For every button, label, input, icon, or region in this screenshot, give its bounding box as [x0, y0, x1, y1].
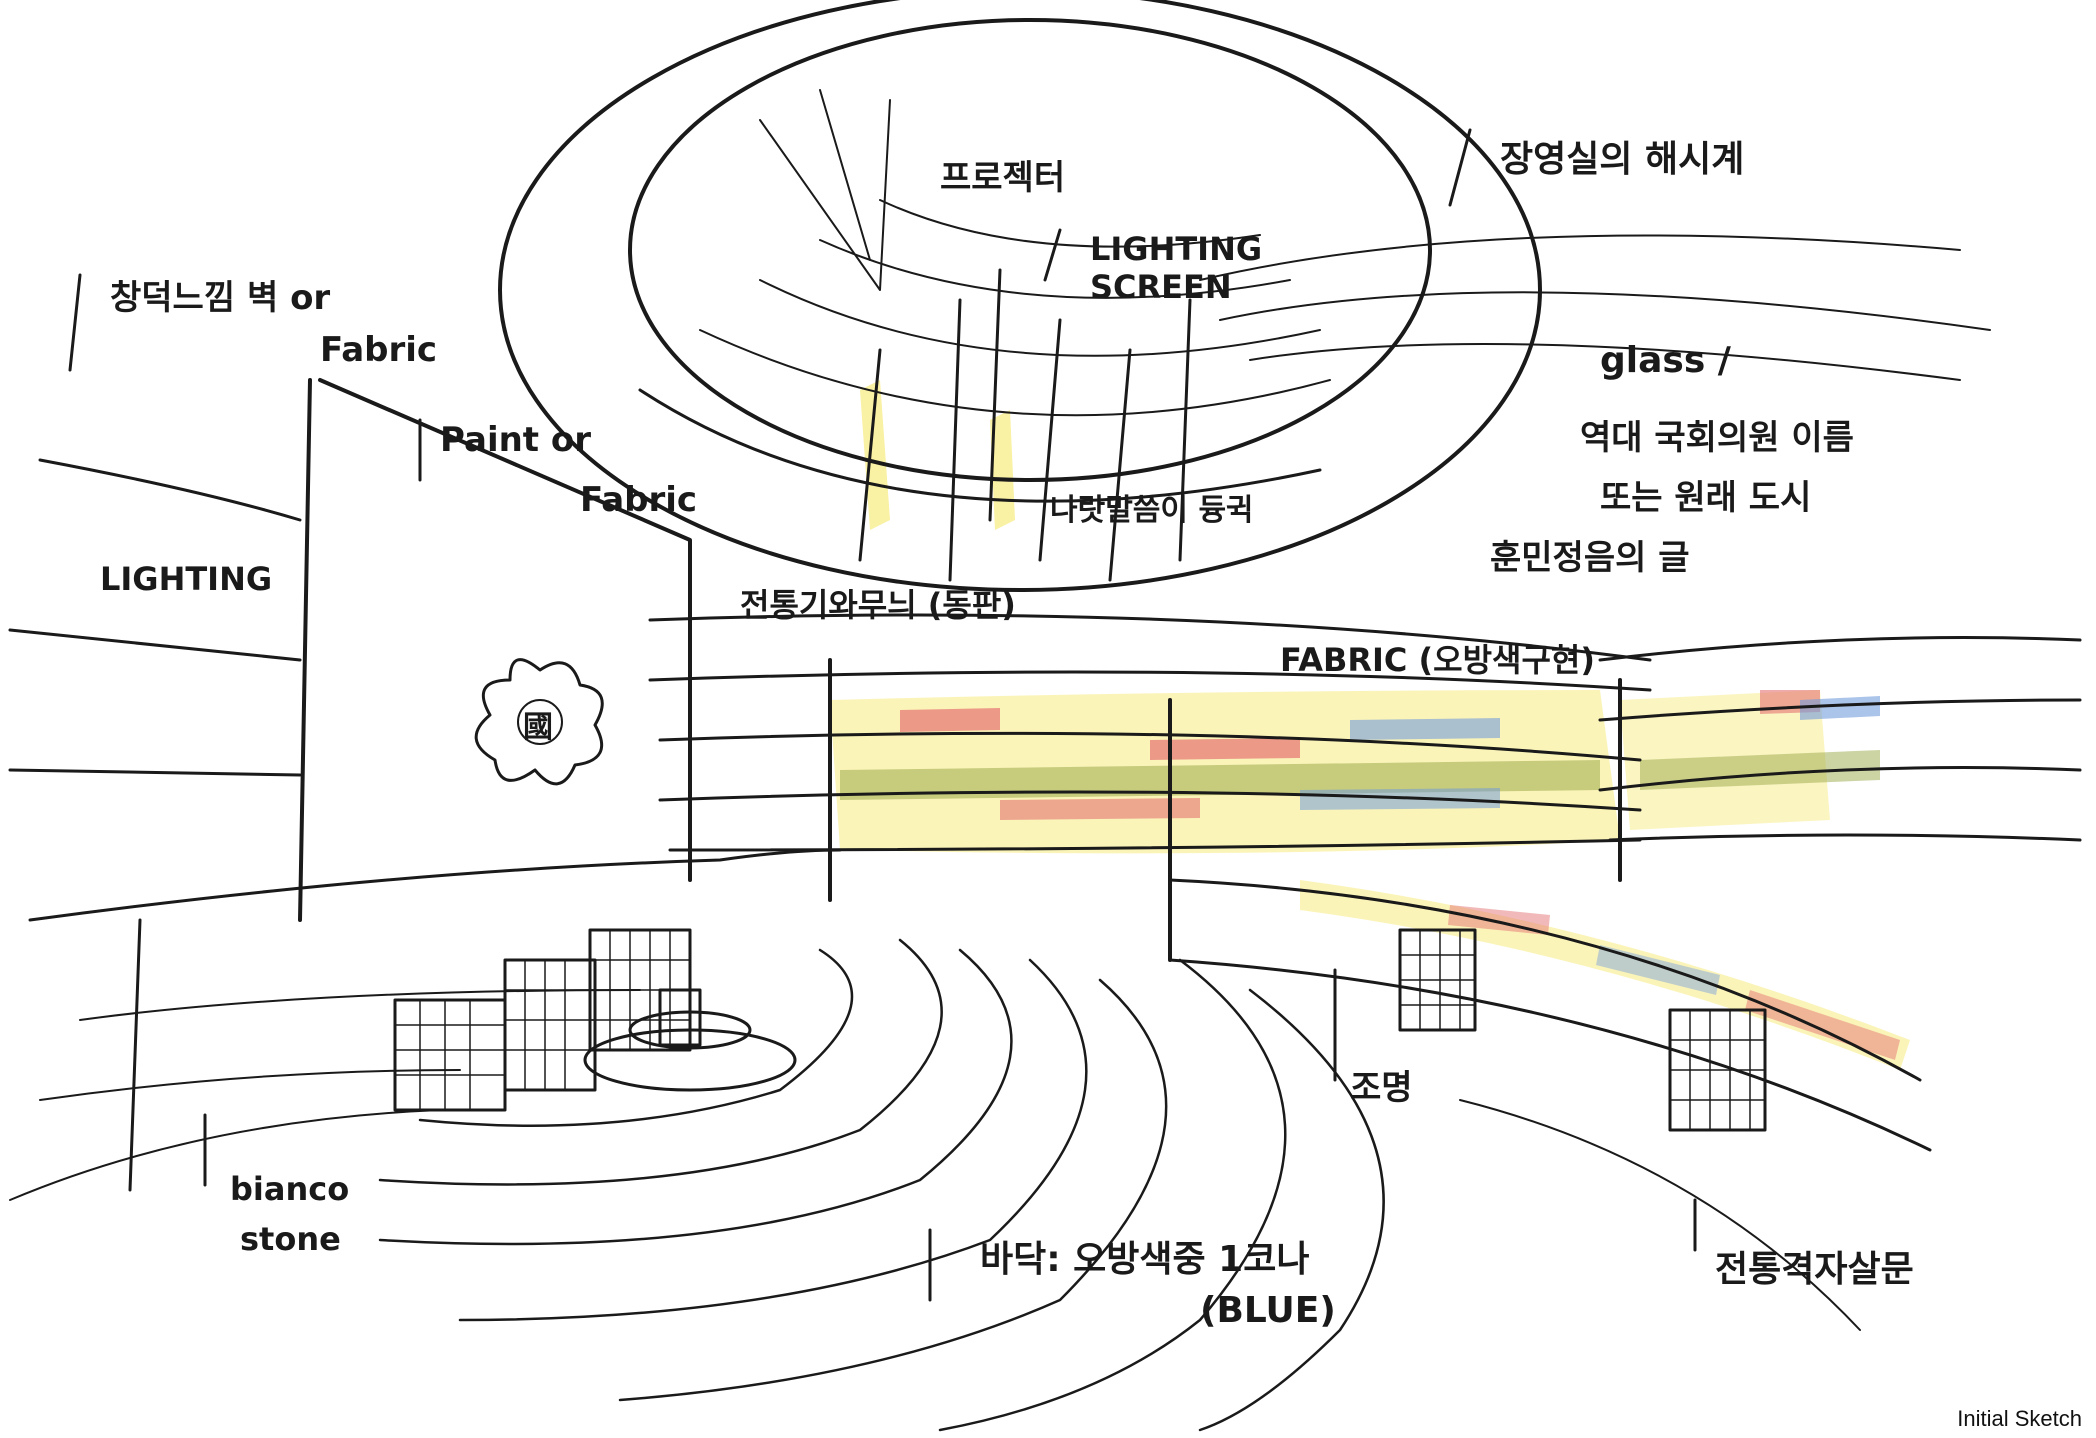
annotation-tradition-door: 전통격자살문	[1715, 1249, 1914, 1290]
annotation-nasin: 나랏말씀이 듕귁	[1050, 493, 1254, 528]
annotation-paint-or-fabric-1: Paint or	[440, 420, 592, 460]
annotation-exhibition-room: 장영실의 해시계	[1500, 139, 1745, 180]
floor-rings	[378, 938, 1385, 1432]
annotation-tradition-pattern: 전통기와무늬 (동판)	[740, 586, 1016, 624]
annotation-floor-1: 바닥: 오방색중 1코나	[980, 1239, 1310, 1280]
annotation-floor-2: (BLUE)	[1200, 1290, 1336, 1331]
annotation-roof-feel: 창덕느낌 벽 or	[110, 278, 331, 318]
caption: Initial Sketch	[1957, 1406, 2082, 1431]
annotation-lighting-left: LIGHTING	[100, 560, 273, 598]
annotation-projector: 프로젝터	[940, 158, 1066, 198]
fabric-wall	[648, 613, 2082, 1331]
ceiling-dome	[498, 0, 1991, 592]
fabric-color-band	[830, 380, 1910, 1070]
emblem-flower	[474, 658, 604, 786]
emblem-character: 國	[523, 710, 553, 745]
leader-marks	[68, 128, 1697, 1302]
annotation-roof-feel-fabric: Fabric	[320, 330, 438, 370]
annotation-fabric: FABRIC (오방색구현)	[1280, 641, 1595, 679]
annotation-glass: glass /	[1600, 340, 1731, 381]
annotation-lighting-kor: 조명	[1350, 1068, 1413, 1108]
annotation-glass-note-2: 또는 원래 도시	[1600, 478, 1812, 518]
annotation-lighting-screen: LIGHTING SCREEN	[1090, 230, 1263, 306]
left-wall	[8, 378, 842, 1201]
annotation-hunmin: 훈민정음의 글	[1490, 538, 1690, 578]
annotation-bianco-stone-2: stone	[240, 1220, 341, 1258]
annotation-bianco-stone-1: bianco	[230, 1170, 350, 1208]
annotation-paint-or-fabric-2: Fabric	[580, 480, 698, 520]
lattice-screens	[393, 928, 797, 1112]
annotation-glass-note-1: 역대 국회의원 이름	[1580, 418, 1854, 458]
